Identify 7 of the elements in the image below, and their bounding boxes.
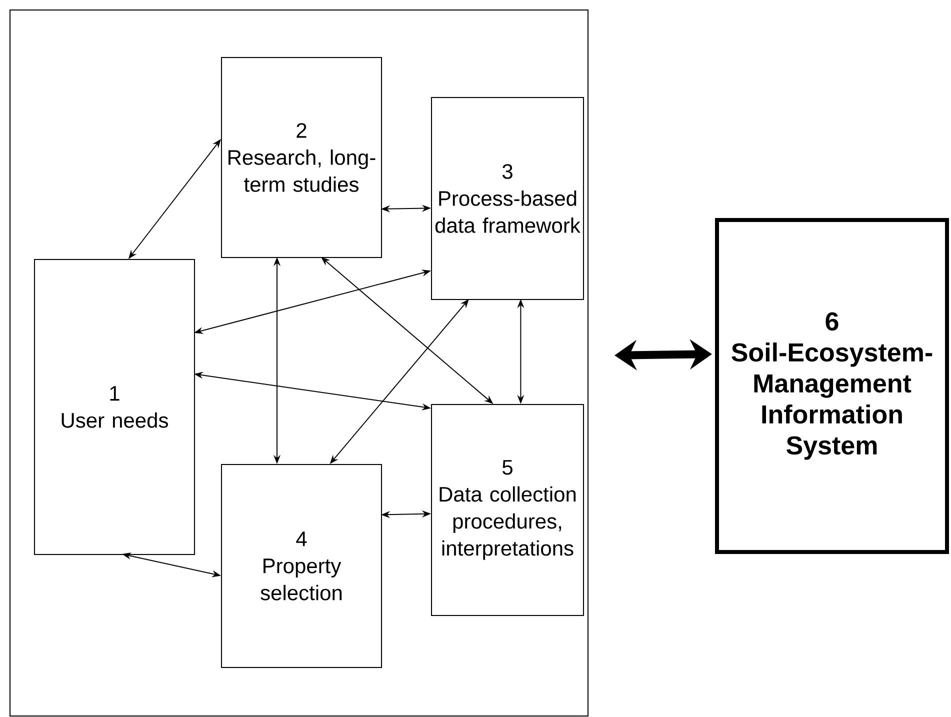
process-box: 5 Data collection procedures, interpretations (431, 404, 584, 616)
process-box: 2 Research, long-term studies (221, 57, 382, 258)
process-box: 1 User needs (34, 259, 195, 555)
frame-box (10, 10, 588, 716)
process-box: 4 Property selection (221, 464, 382, 668)
process-box: 3 Process-based data framework (431, 97, 584, 300)
system-box: 6 Soil-Ecosystem-Management Information System (715, 218, 949, 554)
